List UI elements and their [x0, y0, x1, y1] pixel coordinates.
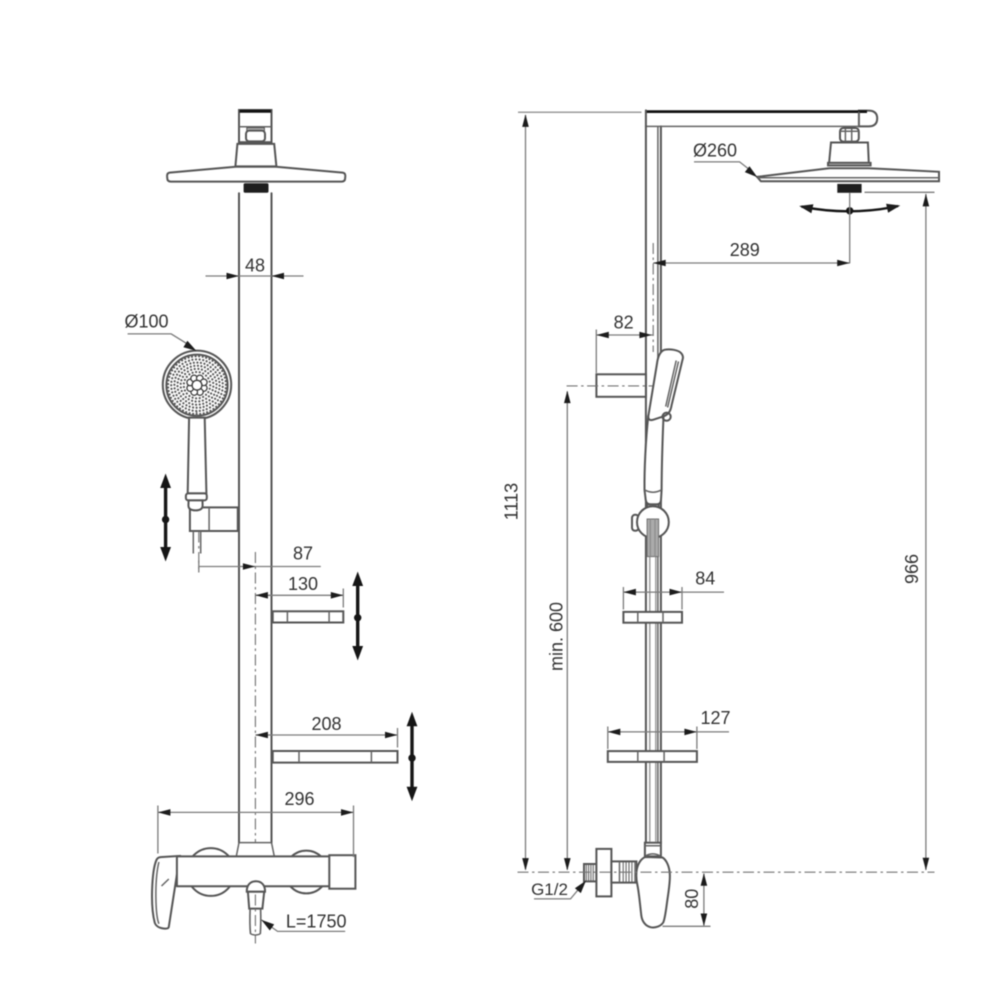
svg-text:130: 130	[288, 574, 318, 594]
svg-text:84: 84	[695, 568, 715, 588]
svg-text:289: 289	[730, 240, 760, 260]
svg-text:1113: 1113	[501, 483, 521, 520]
svg-text:Ø100: Ø100	[124, 311, 168, 331]
svg-text:L=1750: L=1750	[286, 911, 347, 931]
svg-text:966: 966	[902, 554, 922, 584]
svg-text:G1/2: G1/2	[531, 880, 568, 899]
svg-text:Ø260: Ø260	[693, 140, 737, 160]
svg-text:80: 80	[682, 889, 702, 909]
svg-text:127: 127	[700, 708, 730, 728]
svg-text:87: 87	[293, 543, 313, 563]
svg-text:min. 600: min. 600	[546, 602, 566, 671]
svg-text:48: 48	[245, 255, 265, 275]
svg-text:296: 296	[284, 789, 314, 809]
svg-text:208: 208	[311, 714, 341, 734]
svg-text:82: 82	[614, 312, 634, 332]
